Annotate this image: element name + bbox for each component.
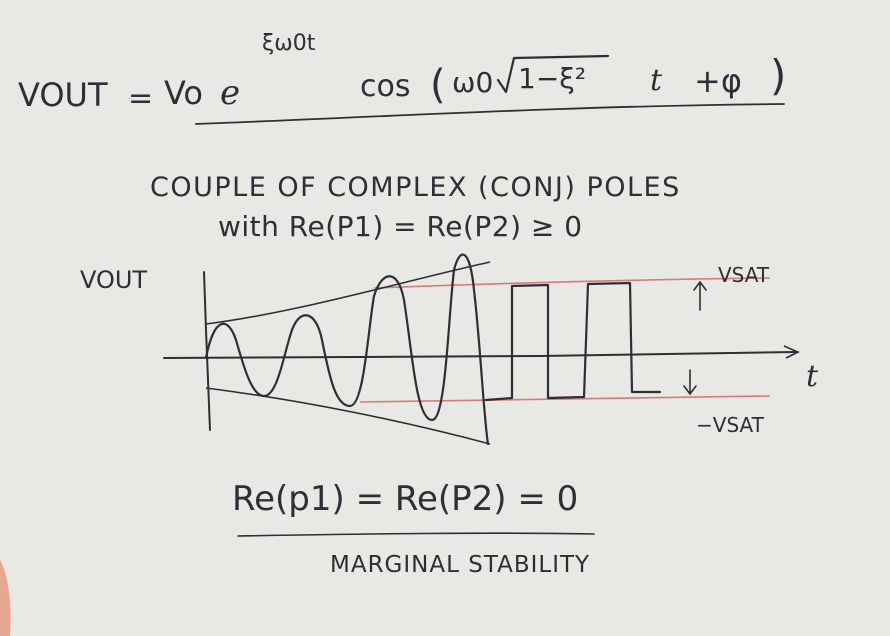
equation: VOUT = Vo e ξω0t cos ( ω0 1−ξ² t +φ ) — [18, 31, 786, 125]
time-axis — [163, 351, 796, 359]
equation-exponent: ξω0t — [262, 31, 316, 56]
equation-amplitude: Vo — [164, 74, 203, 112]
equation-underline — [195, 103, 785, 125]
equation-sqrt-arg: 1−ξ² — [518, 62, 586, 95]
stability-condition: Re(p1) = Re(P2) = 0 MARGINAL STABILITY — [232, 479, 595, 578]
vsat-up-arrow-icon — [693, 280, 707, 311]
equation-t: t — [650, 63, 663, 98]
graph-x-label: t — [806, 359, 819, 394]
condition-label: MARGINAL STABILITY — [330, 552, 590, 578]
description-line2: with Re(P1) = Re(P2) ≥ 0 — [218, 210, 583, 243]
description-line1: COUPLE OF COMPLEX (CONJ) POLES — [150, 172, 681, 203]
envelope-lower — [205, 387, 491, 445]
vsat-negative-label: −VSAT — [696, 413, 765, 437]
oscillation-graph: VOUT VSAT −VSAT t — [80, 253, 819, 446]
condition-underline — [237, 532, 595, 537]
time-axis-arrow — [783, 345, 800, 359]
equation-cos: cos — [360, 69, 410, 104]
sqrt-radical-sign — [496, 54, 610, 94]
hand-edge — [0, 560, 11, 636]
growing-oscillation — [204, 253, 490, 446]
vsat-positive-line — [373, 277, 771, 289]
equation-omega: ω0 — [452, 66, 493, 99]
saturated-square-wave — [484, 281, 662, 402]
equation-plus-phi: +φ — [694, 62, 742, 100]
equation-equals: = — [128, 81, 153, 116]
equation-lhs: VOUT — [18, 76, 108, 114]
equation-exp-base: e — [220, 73, 240, 113]
vsat-down-arrow-icon — [683, 369, 697, 396]
description: COUPLE OF COMPLEX (CONJ) POLES with Re(P… — [150, 172, 681, 243]
graph-y-label: VOUT — [80, 266, 147, 294]
equation-open-paren: ( — [430, 62, 446, 108]
equation-close-paren: ) — [770, 51, 786, 100]
envelope-upper — [205, 261, 491, 325]
voltage-axis — [203, 271, 211, 431]
vsat-positive-label: VSAT — [718, 263, 770, 287]
condition-equation: Re(p1) = Re(P2) = 0 — [232, 479, 578, 519]
